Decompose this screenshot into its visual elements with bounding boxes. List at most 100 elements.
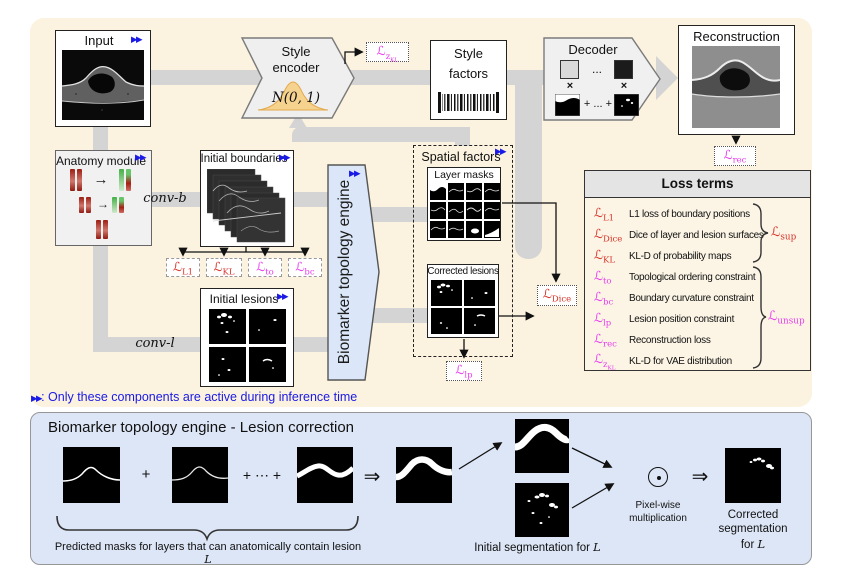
corrected-segmentation-label: Corrected segmentation for L xyxy=(705,508,801,552)
anatomy-bar xyxy=(119,169,124,191)
connector-decoder-to-reconstruction-arrow xyxy=(656,56,678,100)
anatomy-bar xyxy=(79,197,84,213)
corrected-segmentation-image xyxy=(725,448,781,503)
decoder-dots: ... xyxy=(591,62,602,76)
loss-row-desc: Lesion position constraint xyxy=(629,314,735,325)
connector-feedback-stub xyxy=(455,135,470,146)
implies-sign-2: ⇒ xyxy=(691,466,709,488)
initial-boundaries-active-icon: ▶▶ xyxy=(279,152,291,162)
predicted-masks-label-var: L xyxy=(204,553,212,566)
input-active-icon: ▶▶ xyxy=(131,34,143,44)
loss-kl-box: ℒKL xyxy=(206,258,242,278)
anatomy-arrow: → xyxy=(93,171,109,188)
connector-input-to-anatomy xyxy=(93,127,108,151)
initial-segmentation-label: Initial segmentation for L xyxy=(455,540,620,554)
loss-row-zkl: ℒzKL KL-D for VAE distribution xyxy=(585,351,810,372)
initial-lesion-segmentation-image xyxy=(515,483,569,537)
loss-sup-label: ℒsup xyxy=(771,225,797,243)
connector-feedback-horizontal xyxy=(292,127,470,142)
initial-lesions-grid xyxy=(209,309,286,382)
loss-terms-table: Loss terms ℒL1 L1 loss of boundary positi… xyxy=(584,170,811,372)
style-factors-label-1: Style xyxy=(454,46,483,61)
decoder-plus: + ... + xyxy=(583,98,613,110)
connector-spatial-to-decoder-trunk xyxy=(515,72,542,259)
corrected-lesions-label: Corrected lesions xyxy=(427,266,499,277)
pixelwise-label-line1: Pixel-wise xyxy=(635,500,681,511)
style-encoder-shape xyxy=(240,37,355,119)
loss-row-desc: L1 loss of boundary positions xyxy=(629,209,750,220)
implies-sign-1: ⇒ xyxy=(363,466,381,488)
decoder-label: Decoder xyxy=(568,42,618,57)
layer-mask-image-2 xyxy=(172,447,228,503)
loss-row-desc: Topological ordering constraint xyxy=(629,272,756,283)
inference-note-text: : Only these components are active durin… xyxy=(41,390,358,404)
loss-row-desc: KL-D for VAE distribution xyxy=(629,356,732,367)
decoder-times-2: × xyxy=(620,80,628,92)
decoder-style-square-light xyxy=(560,60,579,79)
anatomy-bar xyxy=(126,169,131,191)
loss-dice-symbol: ℒDice xyxy=(542,286,572,305)
loss-row-symbol: ℒlp xyxy=(594,310,612,329)
style-encoder-distribution: N(0, 1) xyxy=(271,90,321,106)
loss-l1-box: ℒL1 xyxy=(166,258,200,278)
connector-encoder-to-factors xyxy=(348,70,432,85)
inference-note: ▶▶: Only these components are active dur… xyxy=(31,390,357,404)
initial-boundaries-label: Initial boundaries xyxy=(200,153,288,165)
loss-row-to: ℒto Topological ordering constraint xyxy=(585,267,810,288)
loss-to-symbol: ℒto xyxy=(256,259,274,278)
style-encoder-label-2: encoder xyxy=(272,60,320,75)
loss-row-symbol: ℒbc xyxy=(594,289,614,308)
layer-mask-image-1 xyxy=(63,447,120,503)
anatomy-bar xyxy=(70,169,75,191)
plus-sign-1: + xyxy=(141,466,151,483)
loss-terms-header: Loss terms xyxy=(585,171,810,198)
connector-anatomy-down xyxy=(93,246,108,352)
loss-lp-box: ℒlp xyxy=(446,361,482,381)
loss-zkl-symbol: ℒzKL xyxy=(376,43,399,64)
style-encoder-label-1: Style xyxy=(281,44,311,59)
initial-lesions-label: Initial lesions xyxy=(209,292,279,306)
initial-segmentation-label-var: L xyxy=(593,540,601,554)
plus-dots-sign: + ⋯ + xyxy=(242,467,282,483)
anatomy-bar xyxy=(103,220,108,239)
decoder-times-1: × xyxy=(566,80,574,92)
loss-row-symbol: ℒto xyxy=(594,268,612,287)
input-oct-image xyxy=(62,50,144,120)
reconstruction-label: Reconstruction xyxy=(693,29,780,44)
layer-masks-label: Layer masks xyxy=(434,169,494,181)
loss-row-desc: KL-D of probability maps xyxy=(629,251,732,262)
loss-row-l1: ℒL1 L1 loss of boundary positions xyxy=(585,204,810,225)
corrected-label-line1: Corrected xyxy=(727,509,779,521)
loss-row-symbol: ℒzKL xyxy=(594,351,616,372)
lesion-correction-title: Biomarker topology engine - Lesion corre… xyxy=(48,419,354,436)
anatomy-active-icon: ▶▶ xyxy=(135,152,147,162)
loss-rec-box: ℒrec xyxy=(714,146,756,166)
loss-row-symbol: ℒL1 xyxy=(594,205,615,224)
pixelwise-multiplication-symbol xyxy=(648,467,668,487)
anatomy-bar xyxy=(96,220,101,239)
style-factors-label-2: factors xyxy=(448,66,488,81)
loss-row-symbol: ℒrec xyxy=(594,331,617,350)
loss-zkl-box: ℒzKL xyxy=(366,42,409,64)
anatomical-region-mask-image xyxy=(515,419,569,473)
layer-masks-grid xyxy=(430,183,500,238)
conv-l-label: conv-l xyxy=(135,336,175,351)
pixelwise-label: Pixel-wise multiplication xyxy=(613,499,703,525)
connector-input-to-encoder xyxy=(150,70,262,85)
spatial-factors-label: Spatial factors xyxy=(421,150,501,164)
conv-b-label: conv-b xyxy=(143,191,187,206)
anatomy-module-box xyxy=(55,150,152,246)
anatomy-bar xyxy=(119,197,124,213)
loss-row-lp: ℒlp Lesion position constraint xyxy=(585,309,810,330)
corrected-lesions-grid xyxy=(431,280,495,334)
anatomy-arrow: → xyxy=(97,197,109,211)
spatial-factors-active-icon: ▶▶ xyxy=(495,146,507,156)
connector-boundaries-to-engine xyxy=(293,192,330,207)
layer-mask-image-3 xyxy=(297,447,353,503)
anatomy-bar xyxy=(112,197,117,213)
